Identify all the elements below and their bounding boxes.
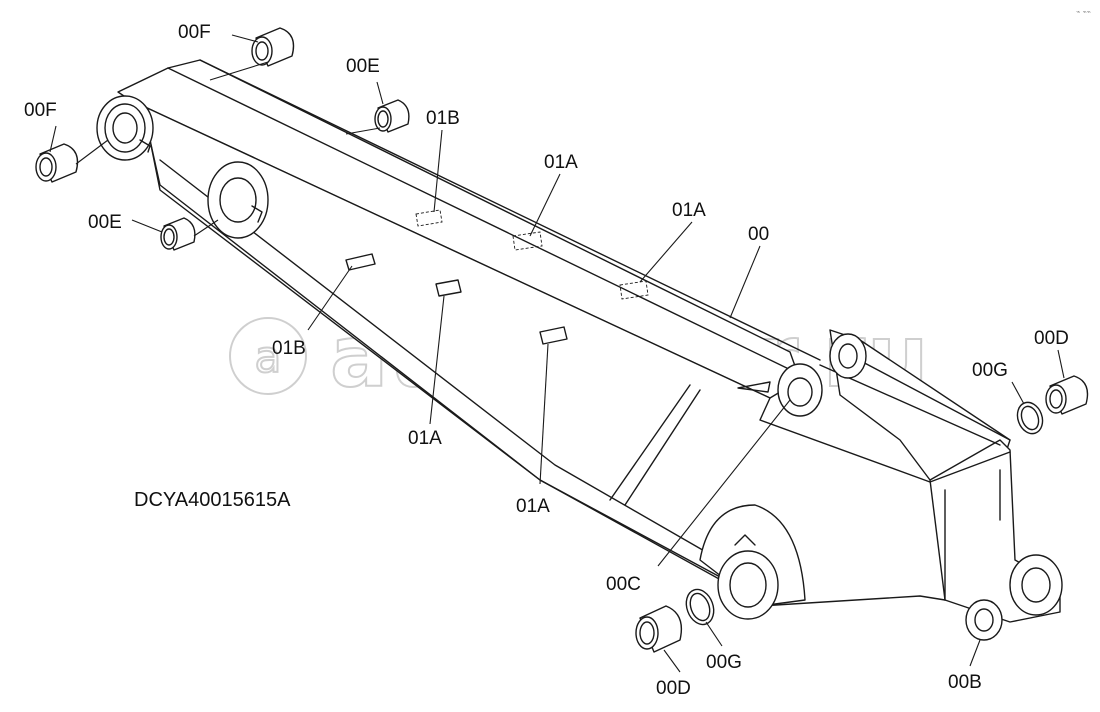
- ring-00g-bottom: [685, 588, 715, 626]
- arm-bottom-chord: [149, 139, 731, 586]
- arm-top-edge: [167, 59, 821, 373]
- upper-web-boss-bore: [219, 177, 257, 223]
- corner-mark: ⌁ ⌁⌁: [1076, 8, 1091, 16]
- decal-01a-2: [539, 326, 568, 345]
- label-01a-mid1: 01A: [408, 428, 442, 449]
- decal-01a-hidden-2: [619, 280, 649, 300]
- bushing-00d-right: [1045, 375, 1089, 415]
- leader-01b-mid: [307, 265, 353, 331]
- decals: [345, 209, 649, 345]
- leader-00d-bottom: [663, 649, 681, 673]
- ring-00g-right: [1016, 401, 1044, 435]
- bushing-00f-top: [251, 27, 295, 67]
- label-00g-bottom: 00G: [706, 652, 742, 673]
- arm-bottom-chord-inner: [159, 159, 721, 561]
- leader-00f-left: [49, 125, 57, 153]
- decal-01b: [345, 253, 376, 271]
- leader-00f-top: [231, 34, 259, 43]
- label-00g-right: 00G: [972, 360, 1008, 381]
- label-00e-left: 00E: [88, 212, 122, 233]
- leader-00g-right: [1011, 381, 1025, 405]
- bushing-00f-left: [35, 143, 79, 183]
- leader-00e-left: [131, 219, 163, 233]
- decal-01b-hidden: [415, 209, 443, 227]
- left-boss-grease-fitting: [139, 139, 151, 153]
- label-01b-mid: 01B: [272, 338, 306, 359]
- left-boss-inner: [112, 112, 138, 144]
- label-00f-top: 00F: [178, 22, 211, 43]
- label-01b-top: 01B: [426, 108, 460, 129]
- label-00d-bottom: 00D: [656, 678, 691, 699]
- part-labels: 00F 00F 00E 00E 01B 01A 01A 00 01B 01A 0…: [24, 22, 1069, 699]
- arm-stiffener: [609, 384, 701, 506]
- lower-boss-bore: [729, 562, 767, 608]
- arm-side-web: [129, 99, 946, 607]
- left-boss-bore: [104, 103, 146, 153]
- leader-00d-right: [1057, 349, 1065, 379]
- right-upper-boss-2: [829, 333, 867, 379]
- bushing-00d-bottom: [635, 605, 683, 653]
- leader-01a-top1: [529, 173, 561, 237]
- leader-00f-left-to-boss: [75, 139, 109, 165]
- label-00b: 00B: [948, 672, 982, 693]
- label-01a-mid2: 01A: [516, 496, 550, 517]
- label-01a-top2: 01A: [672, 200, 706, 221]
- leader-01a-mid2: [539, 343, 549, 485]
- watermark-logo-glyph: a: [255, 332, 282, 383]
- upper-web-boss-fitting: [251, 205, 263, 223]
- leader-00: [729, 245, 761, 319]
- left-end-boss: [96, 95, 154, 161]
- leader-00f-top-to-arm: [209, 61, 269, 81]
- bucket-bosses: [965, 554, 1063, 641]
- bucket-boss-bore: [1021, 567, 1051, 603]
- leader-01a-top2: [639, 221, 693, 283]
- bushing-00e-left: [160, 217, 196, 251]
- arm-body: [117, 59, 1061, 623]
- watermark-logo-icon: [229, 317, 307, 395]
- label-00f-left: 00F: [24, 100, 57, 121]
- lower-boss-fitting: [734, 534, 756, 546]
- bushing-00e-top: [374, 99, 410, 133]
- bucket-boss-small: [965, 599, 1003, 641]
- leader-00e-top: [376, 81, 384, 105]
- decal-01a-1: [435, 279, 462, 297]
- decal-01a-hidden-1: [512, 231, 543, 251]
- arm-flange-marker: [737, 381, 771, 393]
- leader-00g-bottom: [705, 621, 723, 647]
- label-00-main: 00: [748, 224, 769, 245]
- leader-00e-top-to-arm: [345, 127, 381, 135]
- right-upper-boss-bore: [787, 377, 813, 407]
- bucket-boss-small-bore: [974, 608, 994, 632]
- leader-01b-top: [433, 129, 443, 213]
- upper-web-boss: [207, 161, 269, 239]
- label-00d-right: 00D: [1034, 328, 1069, 349]
- label-00e-top: 00E: [346, 56, 380, 77]
- label-00c: 00C: [606, 574, 641, 595]
- leader-00b: [969, 639, 981, 667]
- leader-01a-mid1: [429, 295, 445, 425]
- arm-knuckle-edge: [929, 451, 1011, 601]
- right-upper-boss-2-bore: [838, 343, 858, 369]
- lower-boss: [699, 504, 806, 620]
- right-upper-boss: [777, 333, 867, 417]
- drawing-code: DCYA40015615A: [134, 489, 291, 511]
- label-01a-top1: 01A: [544, 152, 578, 173]
- leader-00c: [657, 399, 791, 567]
- bucket-boss-outer: [1009, 554, 1063, 616]
- leader-00e-left-to-boss: [193, 219, 219, 237]
- leader-lines: [49, 34, 1065, 673]
- loose-parts: [35, 27, 1089, 653]
